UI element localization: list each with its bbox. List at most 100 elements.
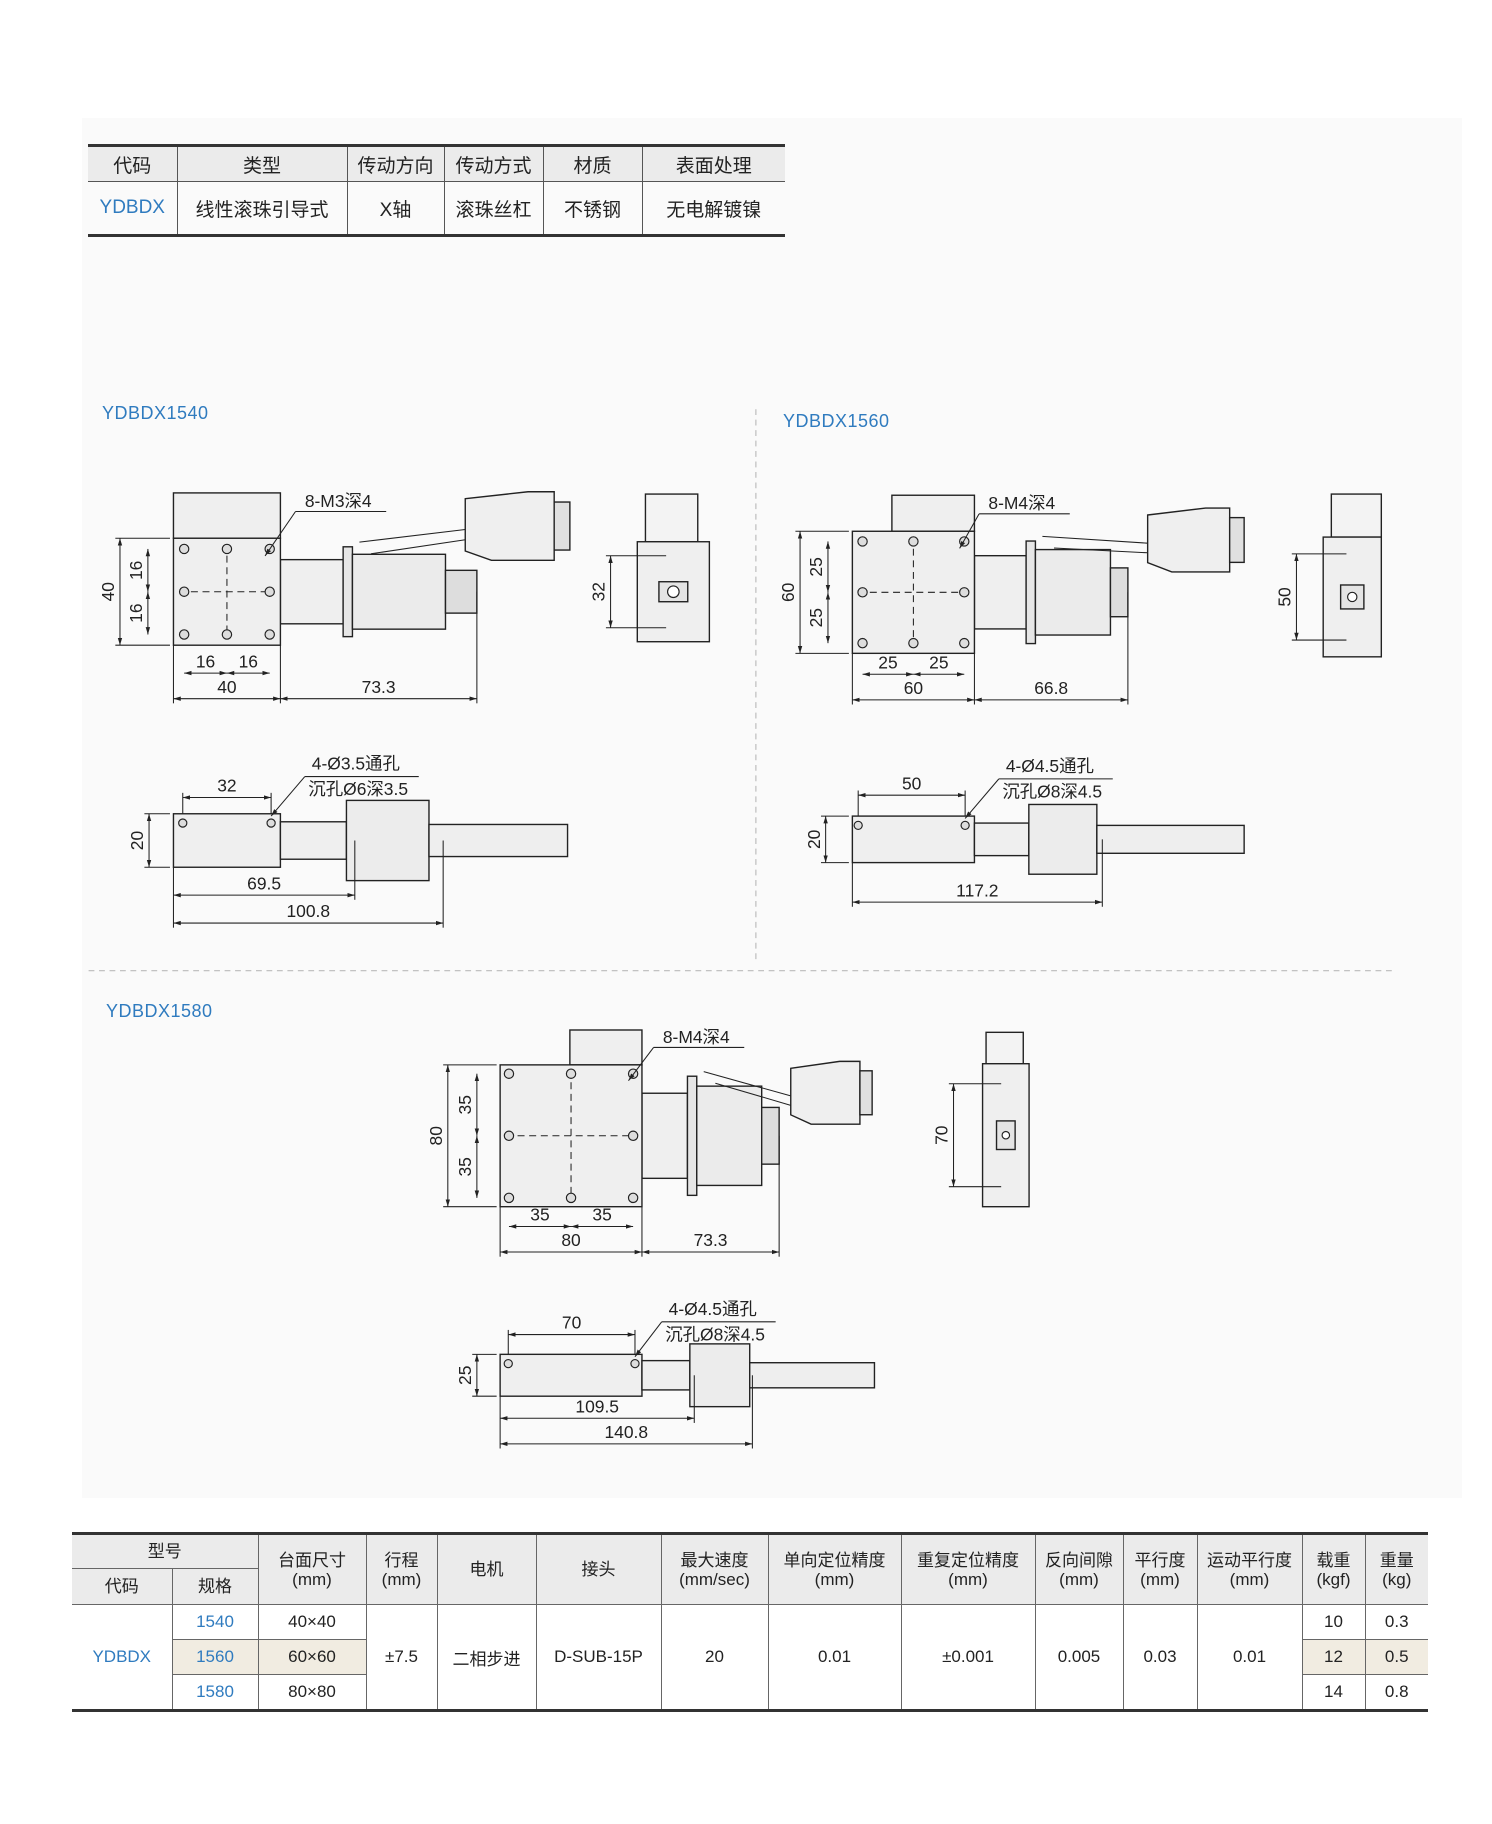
dim-drive-length: 73.3 bbox=[362, 677, 396, 697]
mount-hole bbox=[908, 637, 919, 649]
cell-spec: 1560 bbox=[172, 1639, 259, 1675]
dim-hole-pitch-v: 35 bbox=[455, 1095, 475, 1114]
counterbore-hole bbox=[178, 818, 188, 828]
mount-hole bbox=[178, 586, 190, 597]
leader-line bbox=[964, 778, 1000, 819]
header-unit: (mm/sec) bbox=[679, 1569, 750, 1589]
cell-table-size: 80×80 bbox=[258, 1674, 367, 1711]
mount-hole bbox=[221, 543, 233, 555]
cell-uni-accuracy: 0.01 bbox=[768, 1604, 902, 1711]
dim-front-hole-pitch: 50 bbox=[1275, 587, 1295, 607]
model-label-1580: YDBDX1580 bbox=[106, 1001, 213, 1021]
dim-hole-pitch-h: 16 bbox=[239, 651, 258, 671]
header-table-size: 台面尺寸(mm) bbox=[258, 1533, 367, 1605]
dim-hole-pitch-h: 16 bbox=[196, 651, 215, 671]
header-model: 型号 bbox=[72, 1533, 259, 1569]
counterbore-hole bbox=[960, 820, 970, 831]
dim-hole-pitch-v: 25 bbox=[806, 557, 826, 576]
mount-hole bbox=[857, 587, 868, 598]
header-code: 代码 bbox=[88, 145, 178, 182]
cell-table-size: 60×60 bbox=[258, 1639, 367, 1675]
front-upper-block bbox=[1330, 493, 1383, 538]
header-title: 载重 bbox=[1316, 1550, 1351, 1570]
cable bbox=[1053, 547, 1148, 554]
header-max-speed: 最大速度(mm/sec) bbox=[661, 1533, 769, 1605]
motor-flange bbox=[1025, 540, 1037, 645]
mount-hole bbox=[959, 637, 970, 649]
dim-side-hole-pitch: 32 bbox=[217, 776, 236, 796]
cell-motor: 二相步进 bbox=[437, 1604, 537, 1711]
mount-hole bbox=[565, 1192, 577, 1204]
dim-width: 80 bbox=[561, 1230, 581, 1250]
header-unit: (mm) bbox=[948, 1569, 988, 1589]
header-unit: (kg) bbox=[1382, 1569, 1412, 1589]
mount-hole bbox=[264, 586, 275, 597]
cell-code: YDBDX bbox=[72, 1604, 173, 1711]
dim-side-hole-pitch: 70 bbox=[562, 1313, 582, 1333]
side-coupling bbox=[641, 1359, 691, 1391]
coupling bbox=[973, 554, 1027, 630]
header-unit: (kgf) bbox=[1316, 1569, 1351, 1589]
top-block bbox=[569, 1029, 643, 1066]
dim-width: 60 bbox=[904, 678, 924, 698]
header-material: 材质 bbox=[543, 145, 643, 182]
dim-side-height: 20 bbox=[804, 829, 824, 849]
header-code: 代码 bbox=[72, 1568, 173, 1605]
dim-drive-length: 73.3 bbox=[694, 1230, 728, 1250]
header-motor: 电机 bbox=[437, 1533, 537, 1605]
motor-body bbox=[351, 553, 447, 630]
mount-hole bbox=[627, 1192, 639, 1204]
front-upper-block bbox=[985, 1031, 1024, 1065]
dim-hole-pitch-h: 25 bbox=[878, 652, 897, 672]
dim-drive-length: 66.8 bbox=[1034, 678, 1068, 698]
side-coupling bbox=[279, 821, 348, 860]
table-row: 1560 60×60 12 0.5 bbox=[72, 1639, 1428, 1675]
connector-pins bbox=[553, 501, 571, 551]
leader-line bbox=[628, 1047, 654, 1081]
front-center-hole bbox=[1001, 1130, 1011, 1140]
mount-hole bbox=[908, 536, 919, 547]
cell-load: 12 bbox=[1302, 1639, 1366, 1675]
dim-side-height: 20 bbox=[127, 831, 147, 851]
coupling bbox=[279, 558, 344, 625]
mount-hole bbox=[959, 536, 970, 547]
dim-side-length: 109.5 bbox=[575, 1396, 619, 1416]
cell-drive: 滚珠丝杠 bbox=[444, 181, 544, 236]
mount-hole bbox=[264, 629, 275, 640]
mount-hole bbox=[857, 637, 868, 649]
header-load: 载重(kgf) bbox=[1302, 1533, 1366, 1605]
header-connector: 接头 bbox=[536, 1533, 662, 1605]
motor-flange bbox=[342, 546, 354, 638]
header-parallelism: 平行度(mm) bbox=[1123, 1533, 1198, 1605]
cable bbox=[359, 528, 466, 543]
cell-spec: 1540 bbox=[172, 1604, 259, 1640]
front-center-hole bbox=[666, 585, 680, 599]
cell-connector: D-SUB-15P bbox=[536, 1604, 662, 1711]
header-title: 单向定位精度 bbox=[783, 1550, 886, 1570]
cell-load: 14 bbox=[1302, 1674, 1366, 1711]
header-unit: (mm) bbox=[1140, 1569, 1180, 1589]
table-row: 1580 80×80 14 0.8 bbox=[72, 1674, 1428, 1711]
side-motor bbox=[345, 799, 430, 882]
connector bbox=[1146, 507, 1231, 573]
cell-max-speed: 20 bbox=[661, 1604, 769, 1711]
top-block bbox=[172, 492, 282, 539]
header-title: 运动平行度 bbox=[1207, 1550, 1292, 1570]
cell-weight: 0.3 bbox=[1384, 1612, 1409, 1631]
header-title: 重复定位精度 bbox=[917, 1550, 1019, 1570]
header-direction: 传动方向 bbox=[347, 145, 445, 182]
side-motor bbox=[1028, 803, 1098, 875]
motor-body bbox=[696, 1085, 763, 1187]
coupling bbox=[641, 1092, 689, 1180]
cell-motion-parallelism: 0.01 bbox=[1197, 1604, 1303, 1711]
cell-stroke: ±7.5 bbox=[366, 1604, 438, 1711]
mount-hole-note: 8-M4深4 bbox=[663, 1027, 730, 1047]
model-label-1540: YDBDX1540 bbox=[102, 403, 209, 423]
leader-line bbox=[270, 776, 306, 817]
dim-hole-pitch-v: 16 bbox=[126, 561, 146, 580]
mount-hole bbox=[857, 536, 868, 547]
side-body bbox=[172, 813, 282, 868]
front-upper-block bbox=[644, 493, 699, 543]
leader-line bbox=[634, 1321, 663, 1357]
adjust-knob bbox=[444, 569, 478, 614]
